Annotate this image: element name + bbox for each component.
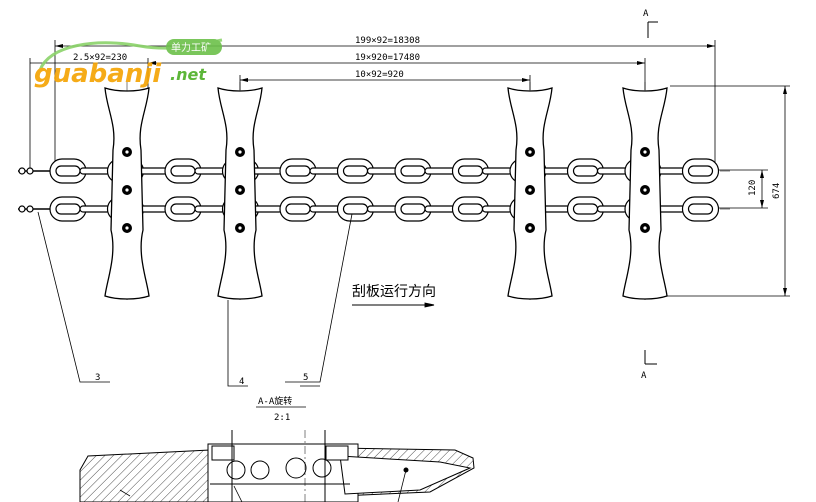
chain-link-vertical [79, 167, 111, 175]
dim-inner-label: 10×92=920 [355, 70, 404, 80]
section-scale: 2:1 [274, 413, 290, 423]
scraper-flight [622, 87, 668, 300]
section-marker-bottom-label: A [641, 371, 647, 381]
bolt-hole [528, 226, 532, 230]
chain-link-hole [285, 203, 311, 215]
dim-height-total: 674 [772, 183, 782, 199]
bolt-hole [238, 150, 242, 154]
chain-link-vertical [366, 167, 399, 175]
callout-4: 4 [239, 377, 244, 387]
chain-link-vertical [366, 205, 399, 213]
callout-3: 3 [95, 373, 100, 383]
right-dimensions [660, 85, 790, 297]
chain-link-vertical [596, 167, 629, 175]
chain-link-hole [687, 203, 714, 215]
chain-link-hole [55, 203, 81, 215]
bolt-hole [643, 150, 647, 154]
bolt-hole [643, 226, 647, 230]
section-view [79, 430, 475, 502]
callout-5: 5 [303, 373, 308, 383]
watermark-suffix: .net [170, 65, 207, 84]
chain-link-hole [572, 203, 599, 215]
chain-link-hole [400, 165, 426, 177]
chain-link-vertical [481, 167, 514, 175]
chain-end-pin [18, 167, 26, 175]
direction-caption: 刮板运行方向 [352, 284, 436, 300]
chain-link-hole [457, 165, 484, 177]
chain-link-hole [170, 203, 196, 215]
watermark-badge-bg [166, 39, 222, 55]
chain-link-vertical [309, 167, 341, 175]
scraper-flight [104, 87, 150, 300]
chain-end-pin [26, 167, 34, 175]
watermark: 单力工矿 guabanji .net [34, 38, 223, 89]
section-marker-top-label: A [643, 9, 649, 19]
chain-link-vertical [194, 205, 226, 213]
bolt-hole [238, 226, 242, 230]
chain-link-vertical [251, 205, 284, 213]
bolt-hole [528, 188, 532, 192]
scraper-flight [217, 87, 263, 300]
bolt-hole [528, 150, 532, 154]
chain-link-vertical [424, 167, 456, 175]
dim-height-small: 120 [748, 180, 758, 196]
chain-link-hole [342, 203, 369, 215]
bolt-hole [125, 188, 129, 192]
scraper-flights [104, 87, 668, 300]
bolt-hole [643, 188, 647, 192]
chain-link-hole [457, 203, 484, 215]
chain-link-hole [55, 165, 81, 177]
chain-link-vertical [424, 205, 456, 213]
chain-end-pin [26, 205, 34, 213]
bolt-hole [238, 188, 242, 192]
chain-link-vertical [79, 205, 111, 213]
dim-mid-label: 19×920=17480 [355, 53, 420, 63]
dimension-lines [29, 40, 716, 170]
chain-end-pin [18, 205, 26, 213]
chain-link-hole [572, 165, 599, 177]
chain-link-vertical [251, 167, 284, 175]
scraper-flight [507, 87, 553, 300]
chain-link-vertical [481, 205, 514, 213]
section-title: A-A旋转 [258, 395, 292, 407]
watermark-brand: guabanji [34, 59, 162, 89]
direction-arrow [352, 302, 435, 308]
chain-link-hole [687, 165, 714, 177]
section-marker-bottom [644, 350, 657, 365]
dim-left-label: 2.5×92=230 [73, 53, 127, 63]
leader-lines [37, 211, 353, 387]
chain-link-vertical [309, 205, 341, 213]
watermark-badge: 单力工矿 [171, 41, 211, 54]
dimension-arrows [55, 44, 715, 82]
chain-link-hole [170, 165, 196, 177]
chain-link-hole [342, 165, 369, 177]
chain-link-vertical [194, 167, 226, 175]
chain-link-hole [400, 203, 426, 215]
chain-link-hole [285, 165, 311, 177]
bolt-hole [125, 226, 129, 230]
section-marker-top [647, 21, 658, 38]
dim-total-label: 199×92=18308 [355, 36, 420, 46]
right-dim-arrows [760, 86, 787, 296]
chain-link-vertical [596, 205, 629, 213]
bolt-hole [125, 150, 129, 154]
